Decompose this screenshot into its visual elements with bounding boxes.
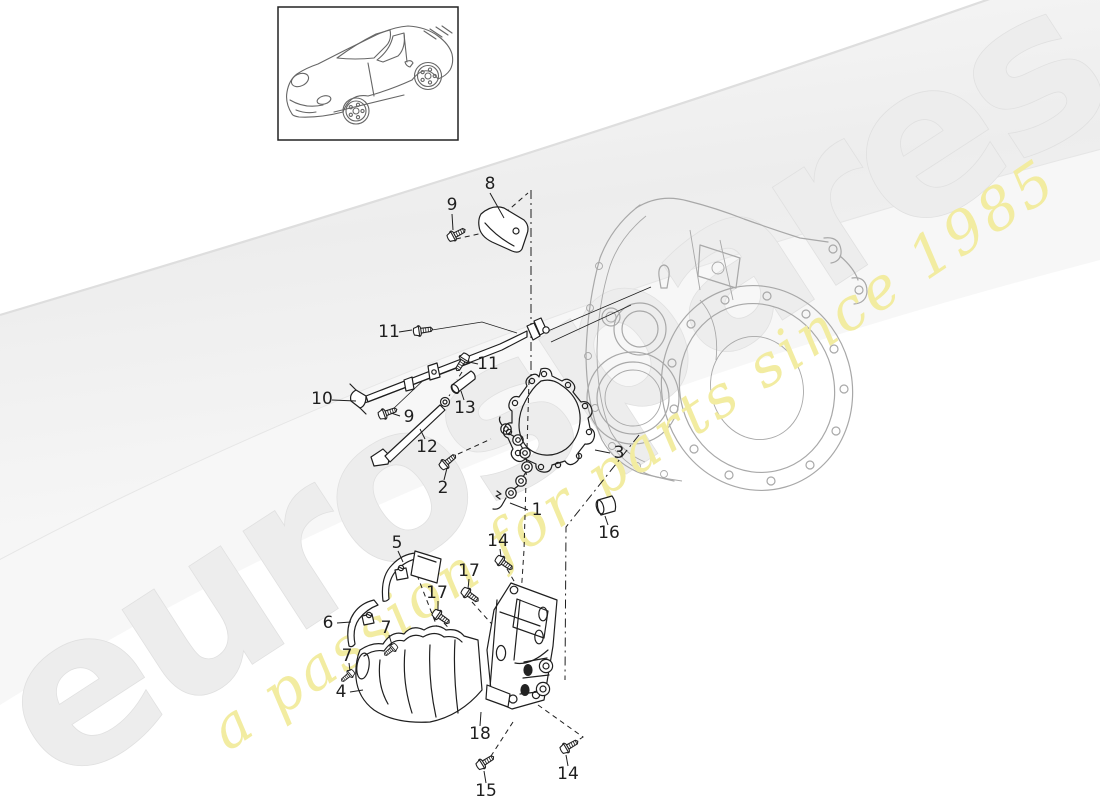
part-3-gasket xyxy=(502,367,596,473)
part-number-label[interactable]: 12 xyxy=(416,437,438,457)
part-number-label[interactable]: 15 xyxy=(475,781,497,800)
leader-line xyxy=(594,449,611,454)
swoosh-band xyxy=(0,0,1100,560)
part-number-label[interactable]: 14 xyxy=(487,531,509,551)
callout-2[interactable]: 2 xyxy=(438,467,449,498)
part-number-label[interactable]: 18 xyxy=(469,724,491,744)
leader-line xyxy=(483,770,487,784)
leader-line xyxy=(467,578,470,590)
callout-14[interactable]: 14 xyxy=(487,531,509,558)
part-number-label[interactable]: 10 xyxy=(311,389,333,409)
leader-line xyxy=(451,213,454,231)
callout-15[interactable]: 15 xyxy=(475,770,497,800)
part-18-support-bracket xyxy=(485,582,558,710)
leader-line xyxy=(460,390,465,401)
leader-line xyxy=(348,662,351,672)
callout-10[interactable]: 10 xyxy=(311,389,357,409)
callout-11[interactable]: 11 xyxy=(378,322,413,342)
part-5-heat-shield xyxy=(381,550,442,602)
part-number-label[interactable]: 1 xyxy=(532,500,543,520)
callout-3[interactable]: 3 xyxy=(594,443,625,463)
callout-7[interactable]: 7 xyxy=(342,646,353,672)
leader-line xyxy=(388,634,393,646)
leader-line xyxy=(499,548,502,558)
leader-line xyxy=(479,711,482,727)
callout-18[interactable]: 18 xyxy=(469,711,491,744)
callout-17[interactable]: 17 xyxy=(426,583,448,611)
background-swoosh xyxy=(0,0,1100,705)
leader-line xyxy=(419,428,426,440)
transmission-case-drawing xyxy=(584,197,868,492)
part-number-label[interactable]: 11 xyxy=(378,322,400,342)
leader-line xyxy=(390,412,401,417)
leader-line xyxy=(509,502,529,511)
leader-line xyxy=(397,550,404,563)
part-number-label[interactable]: 8 xyxy=(485,174,496,194)
part-number-label[interactable]: 2 xyxy=(438,478,449,498)
part-number-label[interactable]: 17 xyxy=(426,583,448,603)
part-number-label[interactable]: 7 xyxy=(381,618,392,638)
swoosh-band-lower xyxy=(0,150,1100,705)
part-number-label[interactable]: 14 xyxy=(557,764,579,784)
callout-6[interactable]: 6 xyxy=(323,613,352,633)
leader-line xyxy=(489,192,505,219)
callout-9[interactable]: 9 xyxy=(447,195,458,231)
callout-8[interactable]: 8 xyxy=(485,174,505,219)
leader-line xyxy=(336,621,352,624)
leader-line xyxy=(398,329,413,333)
callout-12[interactable]: 12 xyxy=(416,428,438,457)
leader-line xyxy=(443,467,448,481)
part-15-bolt xyxy=(473,751,497,773)
part-number-label[interactable]: 9 xyxy=(447,195,458,215)
part-number-label[interactable]: 16 xyxy=(598,523,620,543)
callout-11[interactable]: 11 xyxy=(468,354,499,374)
callout-14[interactable]: 14 xyxy=(557,754,579,784)
part-number-label[interactable]: 7 xyxy=(342,646,353,666)
part-number-label[interactable]: 4 xyxy=(336,682,347,702)
part-14-bolt xyxy=(557,735,582,757)
parts xyxy=(338,206,617,773)
part-number-label[interactable]: 9 xyxy=(404,407,415,427)
part-number-label[interactable]: 13 xyxy=(454,398,476,418)
part-12-support-rod xyxy=(370,396,451,467)
callout-1[interactable]: 1 xyxy=(509,500,543,520)
leader-line xyxy=(349,689,364,693)
part-8-bracket xyxy=(478,206,529,253)
callout-13[interactable]: 13 xyxy=(454,390,476,418)
part-number-label[interactable]: 17 xyxy=(458,561,480,581)
part-13-spacer-sleeve xyxy=(450,370,476,395)
callout-17[interactable]: 17 xyxy=(458,561,480,590)
leader-line xyxy=(468,361,479,365)
vehicle-thumbnail xyxy=(277,6,459,141)
part-number-label[interactable]: 11 xyxy=(477,354,499,374)
part-number-label[interactable]: 6 xyxy=(323,613,334,633)
car-line-drawing-icon xyxy=(286,25,454,125)
leader-line xyxy=(565,754,569,767)
callout-7[interactable]: 7 xyxy=(381,618,393,646)
leader-line xyxy=(331,399,357,402)
part-number-label[interactable]: 5 xyxy=(392,533,403,553)
callout-16[interactable]: 16 xyxy=(598,515,620,543)
part-number-label[interactable]: 3 xyxy=(614,443,625,463)
part-10-support-tube xyxy=(349,317,550,415)
part-16-spacer-sleeve xyxy=(595,495,617,516)
callout-5[interactable]: 5 xyxy=(392,533,404,563)
callout-9[interactable]: 9 xyxy=(390,407,415,427)
part-6-heat-shield xyxy=(347,599,379,648)
callout-4[interactable]: 4 xyxy=(336,682,364,702)
swoosh-top-edge xyxy=(0,0,991,317)
leader-line xyxy=(604,515,609,526)
